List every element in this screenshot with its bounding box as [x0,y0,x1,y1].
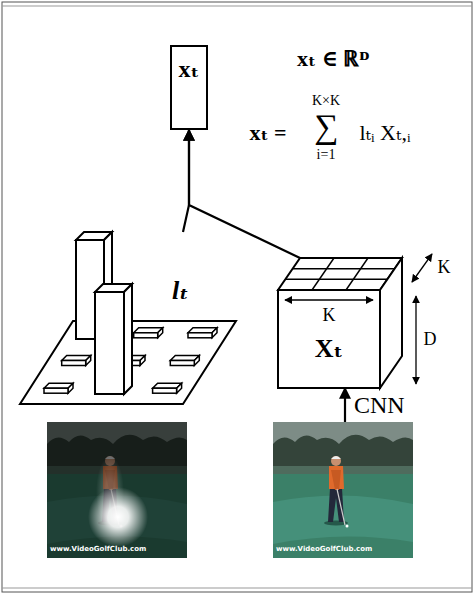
dimension-label: D [424,330,437,348]
dimension-label: K [323,306,336,324]
attention-photo [47,422,187,558]
node-text: www.VideoGolfClub.com [50,546,146,553]
dimension-arrow [285,299,373,300]
sum-limit: i=1 [317,148,336,162]
sum-limit: K×K [312,94,340,108]
equation-text: lₜᵢ Xₜ,ᵢ [359,122,410,144]
attention-map: lₜ [20,232,236,404]
connector-arrow [189,130,300,258]
node-text: xₜ [179,57,200,81]
input-photo: www.VideoGolfClub.com [273,422,413,558]
attention-histogram [20,232,236,404]
edge-label: CNN [353,393,406,417]
node-text: Xₜ [315,336,343,362]
vector-box: xₜ [170,45,208,130]
node-text: www.VideoGolfClub.com [276,546,372,553]
dimension-arrows [412,254,432,384]
sum-symbol: ∑ [314,110,338,144]
node-text: lₜ [172,278,189,304]
input-photo [273,422,413,558]
connector-arrow [344,388,346,422]
equation-text: xₜ = [249,122,286,144]
dimension-label: K [438,258,451,276]
equation-text: xₜ ∈ ℝᴰ [297,48,369,70]
feature-cube [278,258,402,388]
attention-photo: www.VideoGolfClub.com [47,422,187,558]
bar [95,284,132,394]
feature-cube: Xₜ [278,258,402,388]
